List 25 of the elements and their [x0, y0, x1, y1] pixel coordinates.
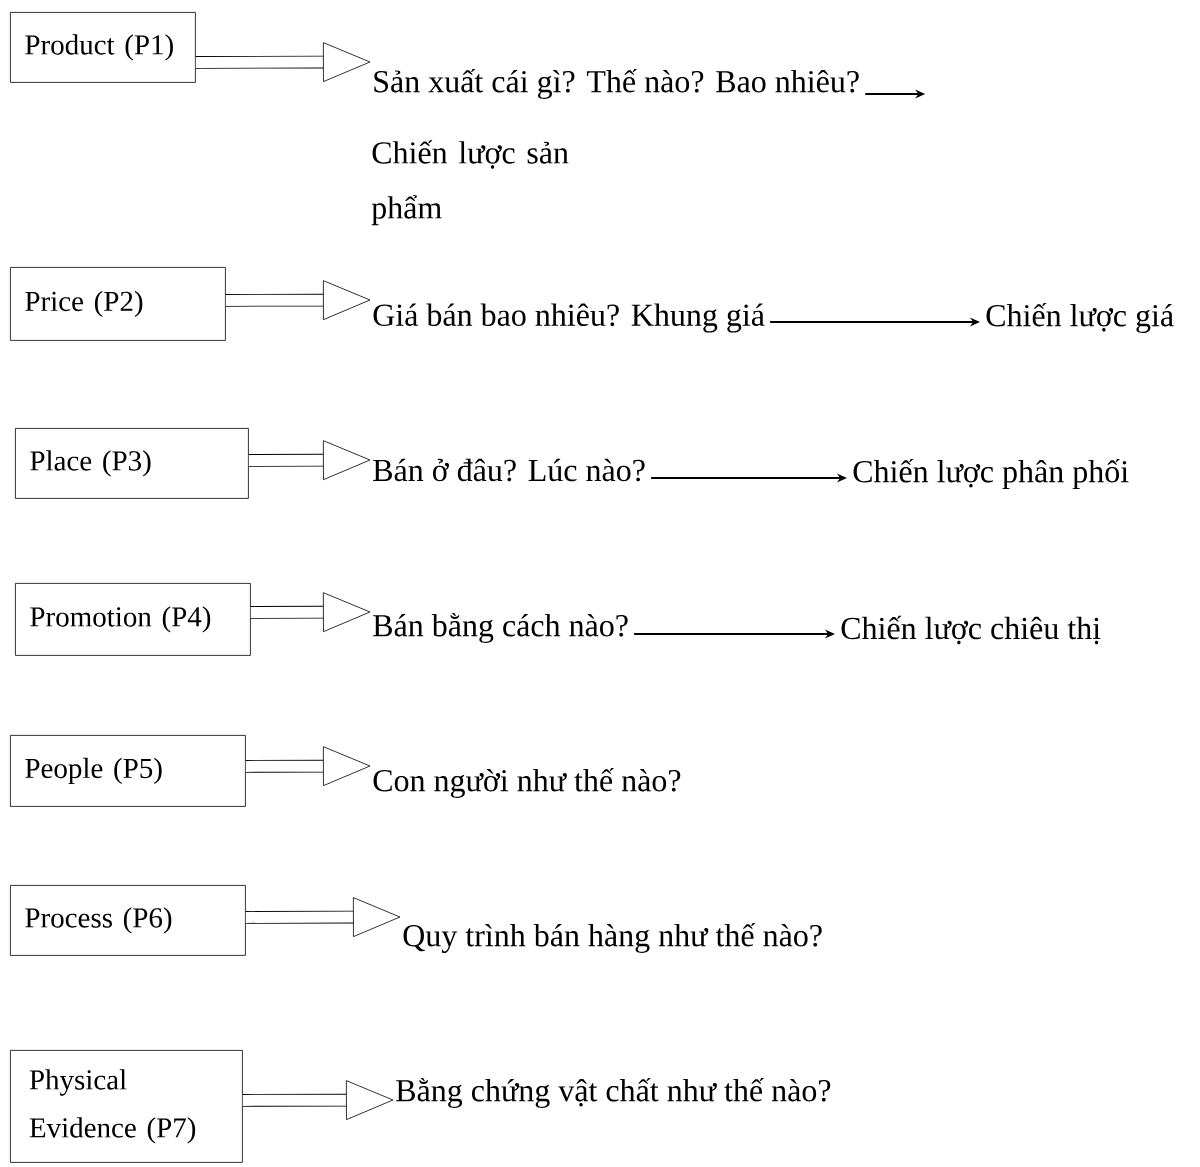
block-arrow: [250, 592, 371, 633]
strategy-text: Chiến lược giá: [986, 302, 1174, 334]
label-box: Process (P6): [10, 885, 246, 956]
question-text: Con người như thế nào?: [373, 767, 681, 799]
question-text: Giá bán bao nhiêu? Khung giá: [373, 303, 765, 333]
label-box: Product (P1): [10, 12, 196, 83]
block-arrow: [242, 1080, 394, 1121]
strategy-text: Chiến lược phân phối: [853, 459, 1129, 489]
strategy-text: Chiến lược chiêu thị: [841, 615, 1101, 645]
block-arrow: [225, 280, 371, 321]
label-box: Place (P3): [15, 428, 249, 499]
question-text: Sản xuất cái gì? Thế nào? Bao nhiêu?: [374, 68, 859, 100]
label-box: Price (P2): [10, 267, 226, 341]
block-arrow: [248, 440, 371, 481]
question-text: Quy trình bán hàng như thế nào?: [403, 922, 822, 954]
question-text: Bán ở đâu? Lúc nào?: [373, 458, 645, 482]
label-box: Physical Evidence (P7): [10, 1050, 243, 1163]
question-text: Bằng chứng vật chất như thế nào?: [396, 1077, 831, 1109]
strategy-text: Chiến lược sản phẩm: [371, 140, 569, 226]
block-arrow: [195, 42, 371, 82]
block-arrow: [245, 746, 371, 787]
label-box: People (P5): [10, 735, 246, 807]
label-box: Promotion (P4): [15, 583, 251, 656]
block-arrow: [245, 897, 401, 937]
question-text: Bán bằng cách nào?: [373, 612, 628, 644]
